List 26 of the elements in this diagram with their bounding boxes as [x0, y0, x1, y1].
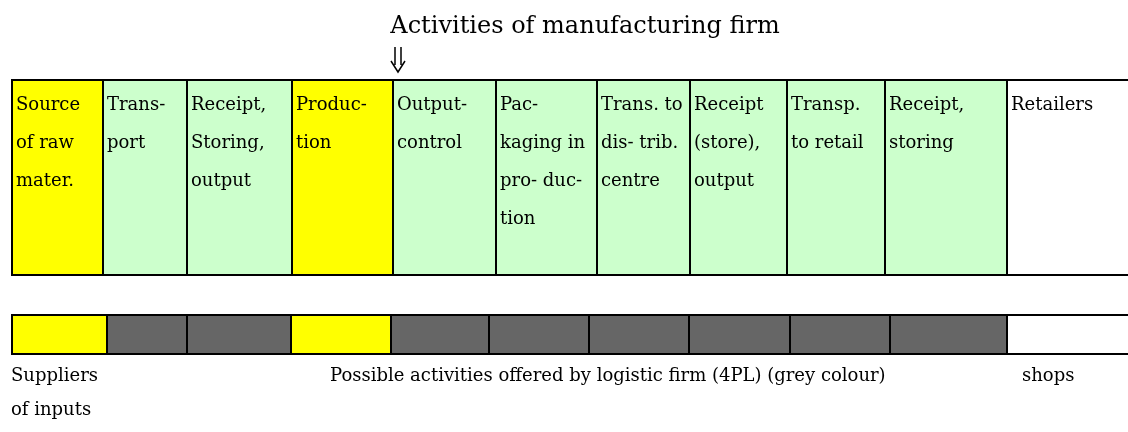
activity-cell: Receipt, storing	[884, 79, 1008, 276]
bar-segment	[1006, 314, 1128, 355]
bar-segment	[390, 314, 490, 355]
activity-cell: Receipt, Storing, output	[186, 79, 293, 276]
caption-text: Suppliers of inputs	[11, 363, 99, 421]
bar-segment	[11, 314, 108, 355]
activity-cell: Source of raw mater.	[11, 79, 104, 276]
bar-segment	[290, 314, 392, 355]
caption-text: shops	[1022, 363, 1076, 387]
bar-segment	[889, 314, 1008, 355]
bar-segment	[688, 314, 791, 355]
bar-segment	[186, 314, 292, 355]
bar-segment	[588, 314, 690, 355]
activity-cell: Retailers	[1006, 79, 1128, 276]
activity-cell: Receipt (store), output	[689, 79, 788, 276]
bar-segment	[106, 314, 188, 355]
activity-cell: Output- control	[392, 79, 497, 276]
bar-segment	[488, 314, 590, 355]
caption-text: Possible activities offered by logistic firm (4PL) (grey colour)	[330, 363, 887, 387]
bar-segment	[789, 314, 891, 355]
diagram-title: Activities of manufacturing firm	[389, 10, 781, 41]
activity-cell: Transp. to retail	[786, 79, 886, 276]
activity-cell: Trans. to dis- trib. centre	[596, 79, 691, 276]
activity-cell: Trans- port	[102, 79, 188, 276]
activity-cell: Produc- tion	[291, 79, 394, 276]
activity-cell: Pac- kaging in pro- duc- tion	[495, 79, 598, 276]
